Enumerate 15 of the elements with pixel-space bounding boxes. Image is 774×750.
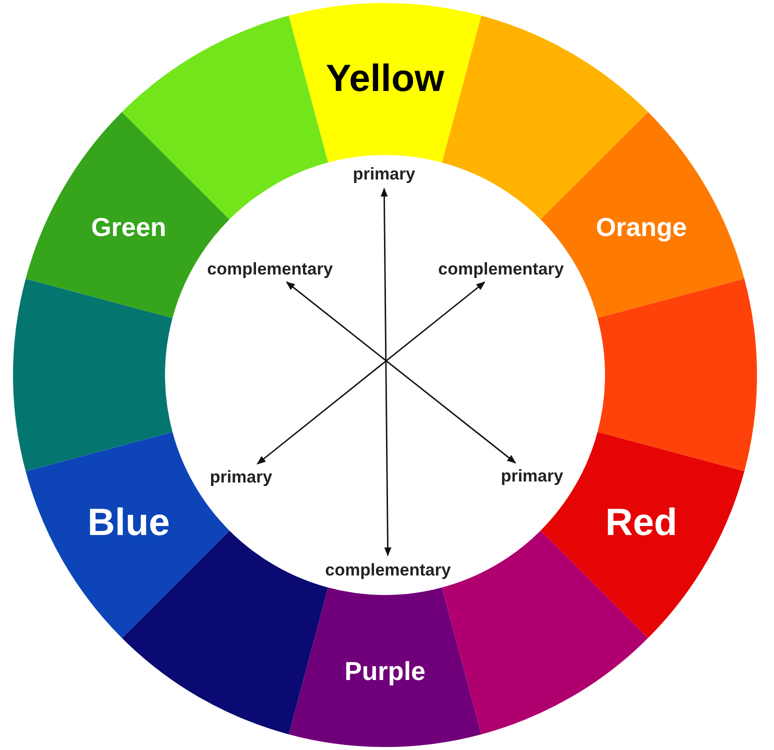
color-name: Blue — [87, 504, 170, 542]
double-arrow — [256, 282, 486, 464]
color-name: Orange — [596, 214, 687, 240]
color-name: Green — [91, 214, 166, 240]
double-arrow — [380, 188, 392, 556]
double-arrow — [286, 282, 516, 464]
color-name: Red — [605, 504, 678, 542]
arrow-label: complementary — [438, 258, 564, 280]
color-name: Yellow — [326, 60, 444, 98]
arrow-label: complementary — [325, 559, 451, 581]
arrow-label: primary — [210, 466, 272, 488]
arrow-label: primary — [352, 163, 416, 185]
arrow-label: primary — [500, 465, 564, 487]
arrow-label: complementary — [207, 258, 333, 280]
color-name: Purple — [344, 658, 426, 684]
